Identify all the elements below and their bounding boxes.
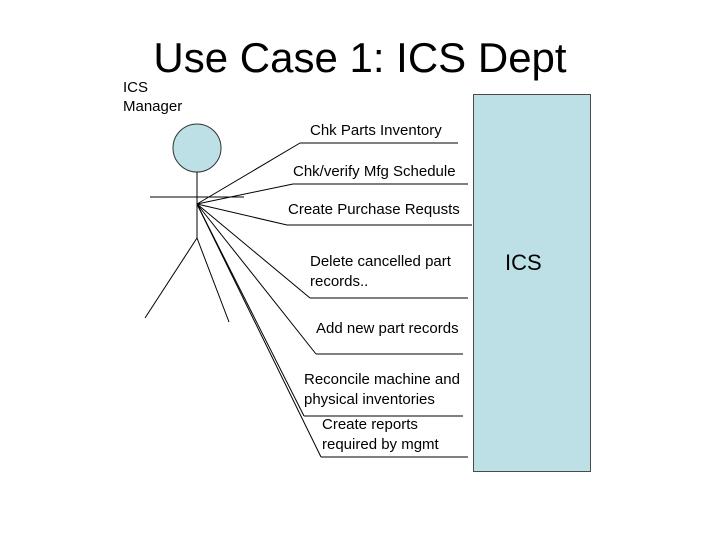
actor-left-leg [144,237,198,319]
actor-label: ICS Manager [123,79,183,115]
system-boundary [473,94,591,472]
association-line [196,203,322,458]
association-line [196,183,294,205]
use-case-label: Reconcile machine and physical inventori… [304,371,460,408]
use-case-label: Chk Parts Inventory [310,122,442,139]
system-label: ICS [505,250,542,275]
association-line [196,142,301,205]
use-case-underlines [287,142,472,458]
actor-head [172,123,222,173]
slide-title: Use Case 1: ICS Dept [153,34,567,81]
association-line [196,203,288,226]
use-case-label: Chk/verify Mfg Schedule [293,163,456,180]
actor-right-leg [196,237,230,323]
actor-figure [144,123,244,323]
use-case-label: Create reports required by mgmt [322,416,439,453]
use-case-label: Add new part records [316,320,459,337]
use-case-label: Create Purchase Requsts [288,201,460,218]
use-case-label: Delete cancelled part records.. [310,253,451,290]
association-line [196,203,311,299]
associations [196,142,322,458]
association-line [196,203,317,355]
